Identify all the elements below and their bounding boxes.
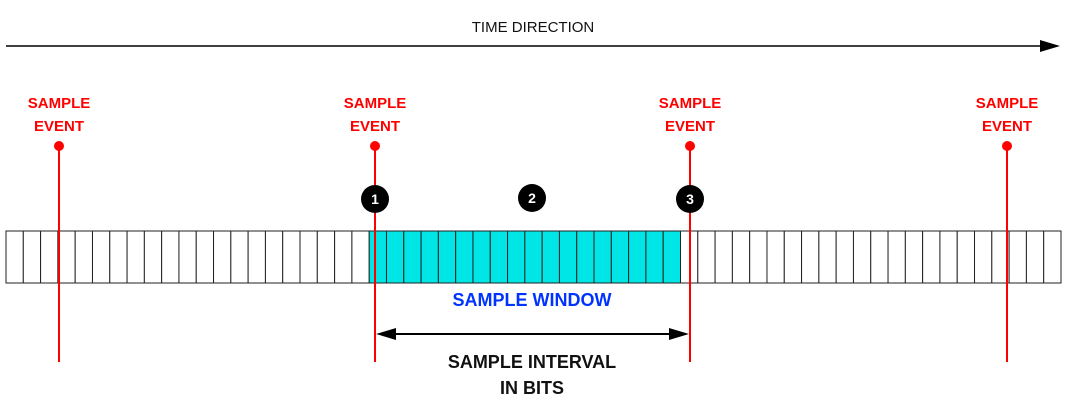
- sample-window-label: SAMPLE WINDOW: [453, 290, 612, 310]
- bit-cell-window: [645, 230, 664, 284]
- bit-cell-window: [558, 230, 578, 284]
- sample-event-dot: [685, 141, 695, 151]
- sample-interval-label-line1: SAMPLE INTERVAL: [448, 352, 616, 372]
- sample-event-dot: [54, 141, 64, 151]
- marker-number: 1: [371, 191, 379, 207]
- bit-cell: [195, 230, 215, 284]
- sample-event-dot: [370, 141, 380, 151]
- bit-cell: [870, 230, 889, 284]
- marker-circle: [518, 184, 546, 212]
- bit-cell: [299, 230, 318, 284]
- bit-cell: [783, 230, 803, 284]
- sample-event-label-line2: EVENT: [665, 118, 715, 135]
- bit-cell-window: [403, 230, 422, 284]
- bit-cell: [904, 230, 924, 284]
- bit-cell: [801, 230, 820, 284]
- bit-cell: [334, 230, 353, 284]
- sample-event-lines: [54, 141, 1012, 362]
- bit-cell-window: [507, 230, 526, 284]
- bit-cell: [835, 230, 854, 284]
- sample-event-label-line1: SAMPLE: [659, 95, 722, 112]
- bit-cell: [974, 230, 993, 284]
- bit-cell: [74, 230, 93, 284]
- bit-cell-window: [662, 230, 682, 284]
- bit-cell: [57, 230, 76, 284]
- bit-cell: [852, 230, 872, 284]
- bit-cell: [887, 230, 906, 284]
- bit-cell: [213, 230, 232, 284]
- bit-cell-window: [368, 230, 388, 284]
- time-direction-label: TIME DIRECTION: [472, 19, 595, 36]
- bit-cell-window: [610, 230, 630, 284]
- marker-3: 3: [676, 185, 704, 213]
- sample-event-2: SAMPLE EVENT: [344, 95, 407, 135]
- bit-cell-window: [472, 230, 491, 284]
- sample-event-dot: [1002, 141, 1012, 151]
- bit-cell: [697, 230, 716, 284]
- bit-cell: [766, 230, 785, 284]
- sample-event-label-line2: EVENT: [982, 118, 1032, 135]
- sample-event-label-line2: EVENT: [350, 118, 400, 135]
- bit-cell: [731, 230, 751, 284]
- bit-cell: [264, 230, 284, 284]
- bit-cell: [22, 230, 42, 284]
- sample-event-3: SAMPLE EVENT: [659, 95, 722, 135]
- bit-cell: [956, 230, 976, 284]
- bit-cell-window: [437, 230, 457, 284]
- sample-event-label-line1: SAMPLE: [976, 95, 1039, 112]
- sample-event-label-line2: EVENT: [34, 118, 84, 135]
- bit-cell: [40, 230, 59, 284]
- time-direction-arrowhead: [1040, 40, 1060, 52]
- sample-event-label-line1: SAMPLE: [28, 95, 91, 112]
- sample-interval-label-line2: IN BITS: [500, 378, 564, 398]
- marker-number: 3: [686, 191, 694, 207]
- marker-1: 1: [361, 185, 389, 213]
- bit-cell-window: [489, 230, 509, 284]
- sample-event-1: SAMPLE EVENT: [28, 95, 91, 135]
- bit-cell: [5, 230, 24, 284]
- bit-cell: [749, 230, 768, 284]
- interval-arrowhead-left: [376, 328, 396, 340]
- bit-cell: [247, 230, 266, 284]
- bit-cell: [818, 230, 837, 284]
- bit-cell: [109, 230, 128, 284]
- bit-cell: [351, 230, 370, 284]
- bit-cell: [178, 230, 197, 284]
- bit-cell-window: [420, 230, 439, 284]
- bit-cell-window: [576, 230, 595, 284]
- bit-cell: [939, 230, 958, 284]
- sample-event-4: SAMPLE EVENT: [976, 95, 1039, 135]
- bit-cell-window: [541, 230, 560, 284]
- marker-number: 2: [528, 190, 536, 206]
- bit-cell-window: [455, 230, 474, 284]
- bit-cell-window: [524, 230, 543, 284]
- bit-strip: [5, 230, 1062, 284]
- marker-circle: [361, 185, 389, 213]
- bit-cell-window: [385, 230, 405, 284]
- bit-cell: [91, 230, 111, 284]
- bit-cell-window: [628, 230, 647, 284]
- bit-cell: [922, 230, 941, 284]
- interval-arrowhead-right: [669, 328, 689, 340]
- bit-cell-window: [593, 230, 612, 284]
- bit-cell: [1025, 230, 1045, 284]
- bit-cell: [714, 230, 733, 284]
- bit-cell: [126, 230, 145, 284]
- bit-cell: [230, 230, 249, 284]
- bit-cell: [282, 230, 301, 284]
- bit-cell: [161, 230, 180, 284]
- sample-event-label-line1: SAMPLE: [344, 95, 407, 112]
- sample-interval-arrow: [376, 328, 689, 340]
- bit-cell: [1043, 230, 1062, 284]
- marker-circle: [676, 185, 704, 213]
- bit-cell: [1008, 230, 1027, 284]
- marker-2: 2: [518, 184, 546, 212]
- bit-cell: [316, 230, 336, 284]
- bit-cell: [143, 230, 163, 284]
